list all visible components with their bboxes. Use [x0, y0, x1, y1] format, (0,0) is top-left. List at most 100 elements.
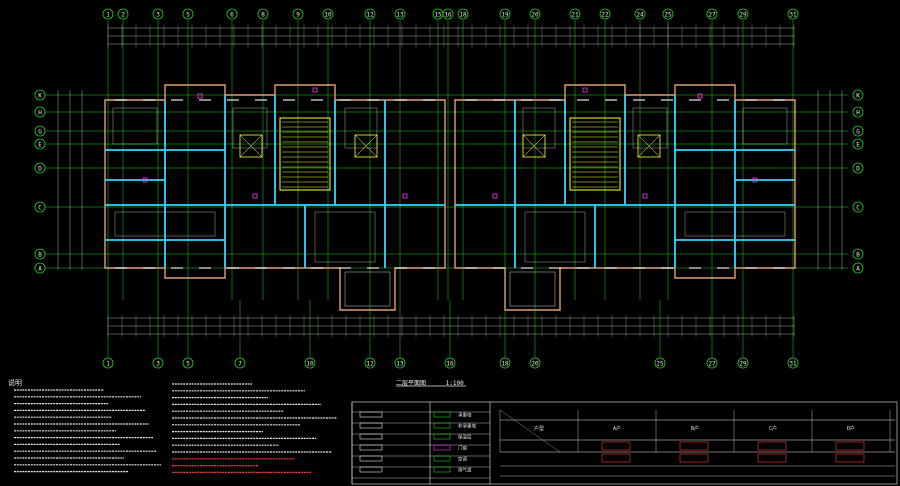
legend-swatch	[433, 444, 451, 451]
axis-bubble	[706, 8, 718, 20]
magenta-marker	[697, 93, 703, 99]
axis-label-bottom: 25	[656, 361, 664, 368]
axis-bubble	[634, 8, 646, 20]
magenta-marker	[197, 93, 203, 99]
table-value-box	[601, 441, 631, 451]
axis-label-top: 9	[296, 12, 300, 19]
axis-bubble	[457, 8, 469, 20]
table-value-box	[835, 453, 865, 463]
axis-label-top: 5	[186, 12, 190, 19]
magenta-marker	[582, 87, 588, 93]
axis-bubble	[102, 8, 114, 20]
legend-swatch	[359, 433, 383, 440]
axis-label-top: 27	[708, 12, 716, 19]
axis-bubble	[654, 357, 666, 369]
axis-label-top: 3	[156, 12, 160, 19]
axis-label-top: 19	[501, 12, 509, 19]
table-header: A户	[613, 425, 621, 432]
axis-bubble	[257, 8, 269, 20]
room-outline	[522, 107, 556, 149]
axis-label-left: C	[38, 205, 42, 212]
drawing-title-text: 二层平面图	[396, 380, 427, 387]
axis-bubble	[737, 357, 749, 369]
axis-label-top: 24	[636, 12, 644, 19]
axis-label-left: K	[38, 93, 42, 100]
axis-bubble	[322, 8, 334, 20]
axis-label-bottom: 5	[186, 361, 190, 368]
table-value-box	[601, 453, 631, 463]
legend-label: 空调	[458, 456, 467, 463]
axis-label-bottom: 13	[396, 361, 404, 368]
room-outline	[524, 211, 586, 263]
magenta-marker	[492, 193, 498, 199]
axis-bubble	[34, 162, 46, 174]
axis-label-top: 1	[106, 12, 110, 19]
axis-bubble	[34, 106, 46, 118]
axis-label-bottom: 16	[446, 361, 454, 368]
axis-label-bottom: 12	[366, 361, 374, 368]
legend-swatch	[433, 455, 451, 462]
axis-bubble	[529, 8, 541, 20]
axis-label-left: H	[38, 110, 42, 117]
axis-bubble	[364, 8, 376, 20]
legend-label: 非承重墙	[458, 423, 476, 430]
room-outline	[114, 211, 216, 237]
axis-bubble	[117, 8, 129, 20]
elevator-cross	[239, 134, 263, 158]
axis-label-bottom: 1	[106, 361, 110, 368]
room-outline	[232, 107, 268, 149]
axis-label-right: K	[856, 93, 860, 100]
axis-label-top: 12	[366, 12, 374, 19]
axis-label-top: 21	[571, 12, 579, 19]
axis-bubble	[737, 8, 749, 20]
axis-label-top: 10	[324, 12, 332, 19]
axis-label-bottom: 20	[531, 361, 539, 368]
legend-label: 门窗	[458, 445, 467, 452]
axis-bubble	[292, 8, 304, 20]
axis-label-top: 29	[739, 12, 747, 19]
legend-swatch	[359, 444, 383, 451]
elevator-cross	[354, 134, 378, 158]
axis-label-top: 8	[261, 12, 265, 19]
axis-label-top: 25	[664, 12, 672, 19]
elevator-cross	[522, 134, 546, 158]
axis-bubble	[662, 8, 674, 20]
axis-label-right: A	[856, 266, 860, 273]
axis-label-right: C	[856, 205, 860, 212]
magenta-marker	[752, 177, 758, 183]
axis-label-bottom: 18	[501, 361, 509, 368]
axis-bubble	[529, 357, 541, 369]
axis-bubble	[599, 8, 611, 20]
magenta-marker	[642, 193, 648, 199]
magenta-marker	[142, 177, 148, 183]
axis-label-right: H	[856, 110, 860, 117]
elevator-shaft	[522, 134, 546, 158]
room-outline	[742, 107, 788, 145]
room-outline	[314, 211, 376, 263]
magenta-marker	[312, 87, 318, 93]
legend-swatch	[433, 466, 451, 473]
legend-label: 承重墙	[458, 412, 472, 419]
axis-bubble	[226, 8, 238, 20]
axis-label-bottom: 31	[789, 361, 797, 368]
axis-bubble	[852, 125, 864, 137]
axis-bubble	[394, 8, 406, 20]
axis-label-bottom: 27	[708, 361, 716, 368]
axis-bubble	[569, 8, 581, 20]
balcony-outline	[344, 271, 391, 307]
axis-bubble	[444, 357, 456, 369]
axis-bubble	[706, 357, 718, 369]
axis-label-top: 22	[601, 12, 609, 19]
axis-bubble	[499, 8, 511, 20]
axis-bubble	[182, 357, 194, 369]
table-header: D户	[847, 425, 855, 432]
axis-bubble	[852, 138, 864, 150]
axis-bubble	[852, 262, 864, 274]
exterior-wall-outline	[104, 84, 446, 311]
axis-bubble	[304, 357, 316, 369]
table-value-box	[835, 441, 865, 451]
drawing-scale: 1:100	[445, 380, 464, 387]
axis-bubble	[152, 8, 164, 20]
